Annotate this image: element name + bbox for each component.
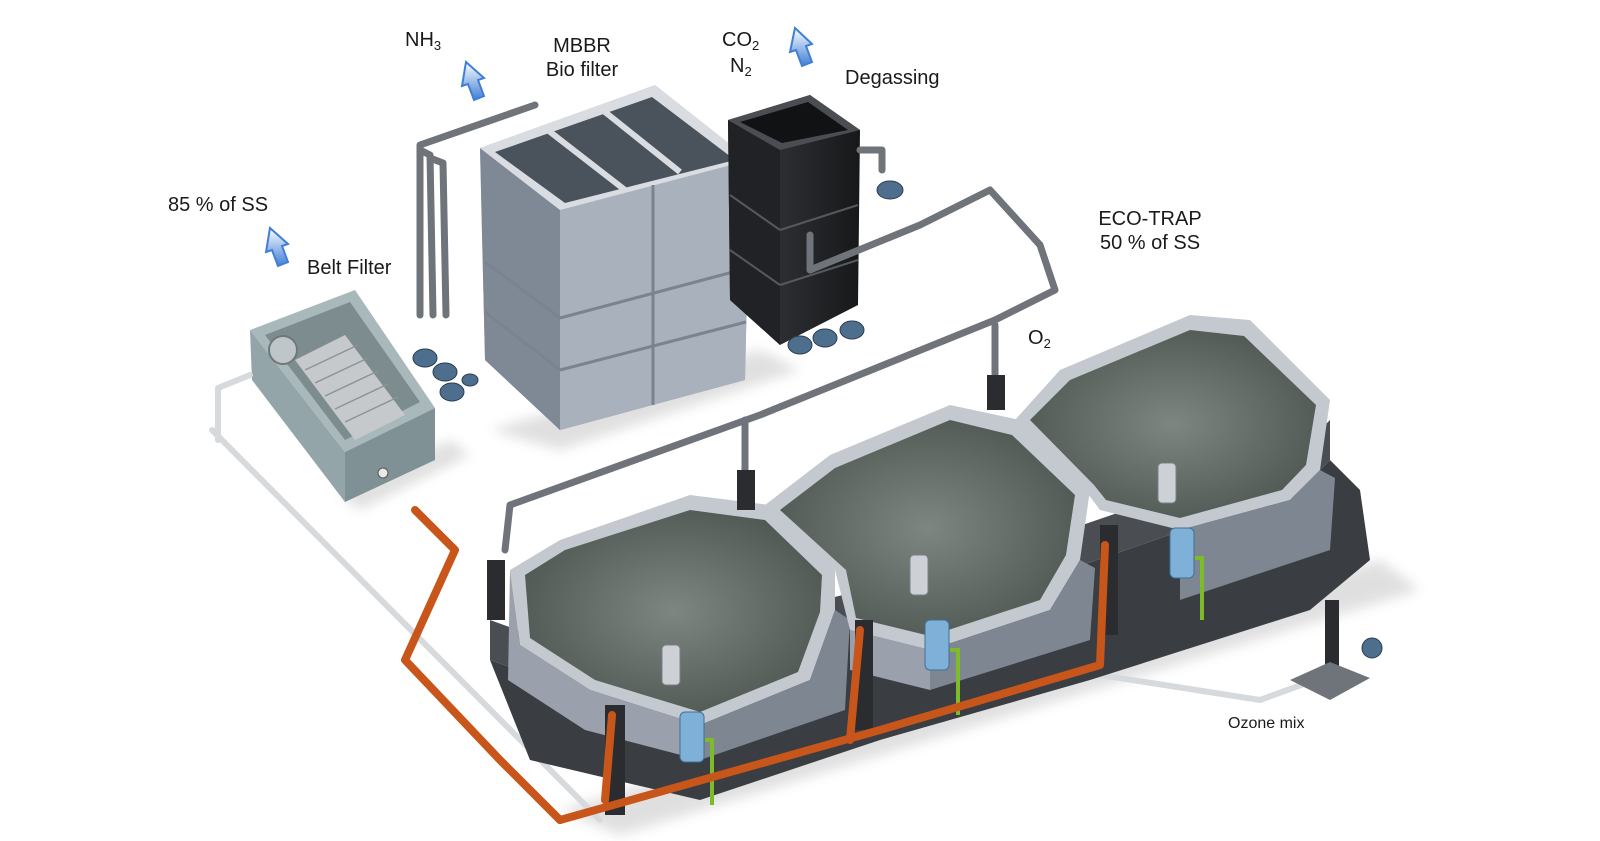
degassing-tower (728, 95, 904, 355)
co2-label: CO2 (722, 28, 759, 58)
n2-label: N2 (730, 54, 752, 84)
o2-label-sub: 2 (1043, 336, 1051, 351)
ozone-mix-unit (1290, 637, 1383, 700)
co2-label-base: CO (722, 29, 752, 51)
nh3-label-sub: 3 (433, 38, 442, 53)
eco-trap-label: ECO-TRAP 50 % of SS (1090, 207, 1210, 255)
mbbr-label-line2: Bio filter (545, 59, 619, 81)
co2-up-arrow-icon (788, 26, 814, 68)
n2-label-sub: 2 (744, 64, 752, 79)
co2-label-sub: 2 (752, 38, 760, 53)
ss-up-arrow-icon (264, 226, 290, 268)
orange-return-pipe (401, 506, 1109, 824)
eco-trap-label-line1: ECO-TRAP (1098, 208, 1202, 230)
ozone-mix-label: Ozone mix (1228, 715, 1305, 732)
o2-label: O2 (1028, 326, 1051, 356)
grey-pipes (416, 101, 1059, 554)
eco-trap-tanks (487, 315, 1370, 815)
mbbr-label-line1: MBBR (553, 35, 611, 57)
eco-trap-label-line2: 50 % of SS (1099, 232, 1201, 254)
ss85-label: 85 % of SS (168, 194, 269, 216)
n2-label-base: N (730, 55, 745, 77)
nh3-label: NH3 (405, 28, 441, 58)
nh3-up-arrow-icon (460, 60, 486, 102)
degassing-label: Degassing (845, 67, 940, 89)
mbbr-bio-filter (480, 85, 750, 430)
belt-filter (250, 290, 479, 502)
nh3-label-base: NH (405, 29, 434, 51)
mbbr-label: MBBR Bio filter (540, 34, 624, 82)
o2-label-base: O (1028, 327, 1044, 349)
belt-filter-label: Belt Filter (307, 257, 392, 279)
